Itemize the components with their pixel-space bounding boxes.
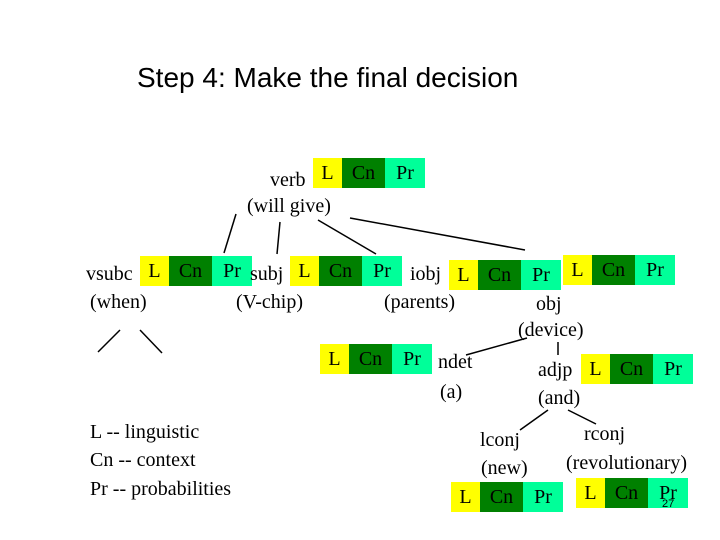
- iobj-cn-box: Cn: [478, 260, 521, 290]
- lconj-cn-box: Cn: [480, 482, 523, 512]
- legend-item-cn: Cn -- context: [90, 449, 196, 471]
- lconj-pr-box: Pr: [523, 482, 563, 512]
- ndet-pr-box: Pr: [392, 344, 432, 374]
- ndet-word: (a): [440, 381, 463, 403]
- lconj-l-box: L: [451, 482, 480, 512]
- adjp-cn-box: Cn: [610, 354, 653, 384]
- rconj-cn-box: Cn: [605, 478, 648, 508]
- rconj-word: (revolutionary): [566, 452, 688, 474]
- edge-root-subj: [276, 221, 281, 255]
- edge-vsubc-right: [139, 329, 163, 354]
- ndet-cn-box: Cn: [349, 344, 392, 374]
- subj-pr-box: Pr: [362, 256, 402, 286]
- lconj-label: lconj: [480, 429, 520, 451]
- edge-root-iobj: [317, 219, 377, 255]
- ndet-l-box: L: [320, 344, 349, 374]
- edge-obj-ndet: [465, 337, 528, 356]
- subj-word: (V-chip): [236, 291, 304, 313]
- edge-adjp-lconj: [519, 409, 549, 431]
- root-pr-box: Pr: [385, 158, 425, 188]
- vsubc-l-box: L: [140, 256, 169, 286]
- iobj-pr-box: Pr: [521, 260, 561, 290]
- root-cn-box: Cn: [342, 158, 385, 188]
- subj-cn-box: Cn: [319, 256, 362, 286]
- legend-item-pr: Pr -- probabilities: [90, 478, 232, 500]
- legend-item-l: L -- linguistic: [90, 421, 200, 443]
- rconj-pr-box: Pr: [648, 478, 688, 508]
- iobj-word: (parents): [384, 291, 456, 313]
- edge-root-obj: [349, 217, 526, 251]
- edge-root-vsubc: [223, 213, 237, 254]
- edge-adjp-rconj: [567, 409, 597, 425]
- iobj-l-box: L: [449, 260, 478, 290]
- adjp-pr-box: Pr: [653, 354, 693, 384]
- vsubc-word: (when): [90, 291, 147, 313]
- root-label: verb: [270, 169, 306, 191]
- rconj-l-box: L: [576, 478, 605, 508]
- iobj-label: iobj: [410, 263, 442, 285]
- subj-label: subj: [250, 263, 284, 285]
- adjp-label: adjp: [538, 359, 573, 381]
- adjp-word: (and): [538, 387, 581, 409]
- adjp-l-box: L: [581, 354, 610, 384]
- vsubc-cn-box: Cn: [169, 256, 212, 286]
- ndet-label: ndet: [438, 351, 473, 373]
- lconj-word: (new): [481, 457, 528, 479]
- obj-cn-box: Cn: [592, 255, 635, 285]
- subj-l-box: L: [290, 256, 319, 286]
- vsubc-label: vsubc: [86, 263, 133, 285]
- vsubc-pr-box: Pr: [212, 256, 252, 286]
- rconj-label: rconj: [584, 423, 626, 445]
- root-l-box: L: [313, 158, 342, 188]
- root-word: (will give): [247, 195, 331, 217]
- edge-vsubc-left: [97, 329, 121, 353]
- obj-pr-box: Pr: [635, 255, 675, 285]
- slide-title: Step 4: Make the final decision: [137, 62, 519, 93]
- obj-label: obj: [536, 293, 562, 315]
- obj-word: (device): [518, 319, 584, 341]
- obj-l-box: L: [563, 255, 592, 285]
- slide-number: 27: [662, 498, 675, 510]
